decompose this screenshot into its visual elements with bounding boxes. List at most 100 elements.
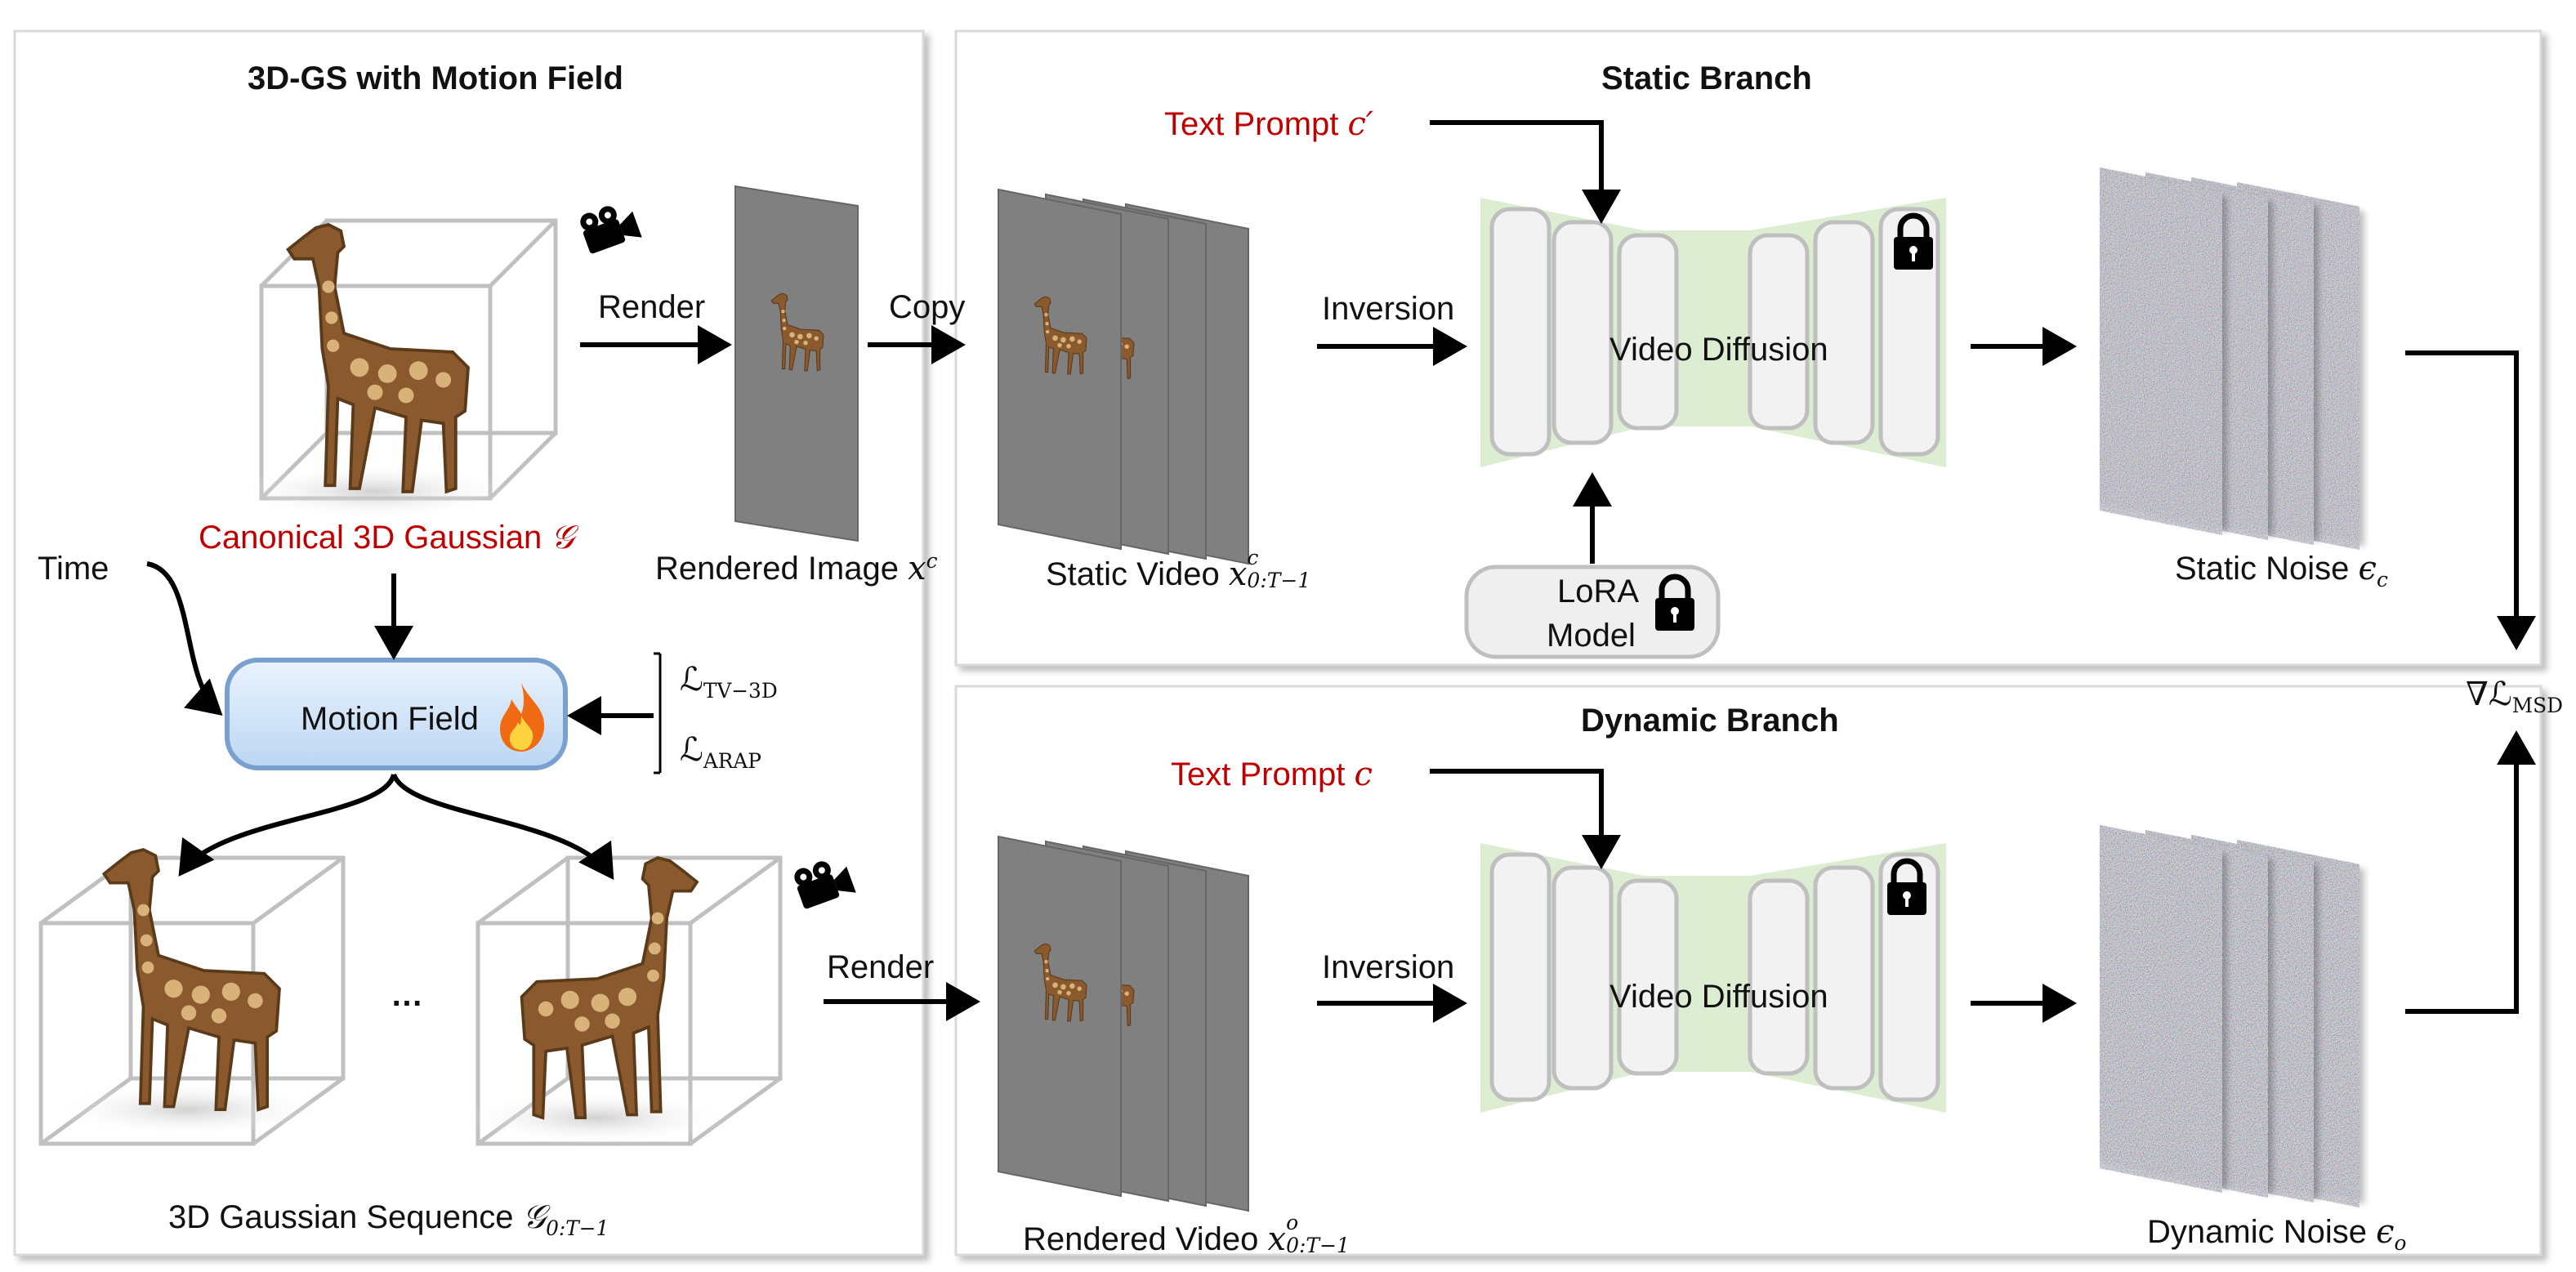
dynamic-diffusion-lock-icon-shackle bbox=[1891, 858, 1923, 882]
dynamic-text-prompt: Text Prompt c bbox=[1171, 758, 1373, 791]
static-video-diffusion-block-4 bbox=[1748, 233, 1810, 431]
static-diffusion-lock-icon bbox=[1894, 212, 1933, 270]
rendered-video-stack-frame-1 bbox=[998, 835, 1122, 1198]
camera-icon-top-reel-hub-2 bbox=[604, 212, 611, 219]
rendered-image-text: Rendered Image bbox=[655, 551, 899, 587]
static-noise-to-loss-arrow bbox=[2405, 350, 2536, 650]
sequence-cube-1-edge bbox=[252, 855, 345, 926]
dynamic-noise-text: Dynamic Noise bbox=[2147, 1214, 2367, 1250]
rendered-image-x: x bbox=[908, 550, 926, 587]
sequence-cube-2-edge bbox=[689, 855, 782, 926]
static-noise-text: Static Noise bbox=[2175, 551, 2350, 587]
motion-to-seq1-arrow bbox=[178, 773, 396, 877]
static-text-prompt: Text Prompt c′ bbox=[1164, 108, 1373, 141]
static-noise-eps: ϵ bbox=[2358, 550, 2377, 587]
sequence-giraffe-1-shadow bbox=[52, 1082, 325, 1137]
rendered-video-sup: o bbox=[1286, 1211, 1299, 1234]
gaussian-sequence-label: 3D Gaussian Sequence 𝒢0:T−1 bbox=[168, 1198, 609, 1239]
dynamic-render-label: Render bbox=[827, 949, 935, 985]
camera-icon-bottom bbox=[794, 861, 856, 909]
dynamic-video-diffusion-block-6 bbox=[1878, 852, 1940, 1102]
gaussian-sequence-g: 𝒢 bbox=[522, 1198, 547, 1236]
camera-icon-bottom-reel-hub-1 bbox=[800, 873, 807, 881]
sequence-giraffe-2-shadow bbox=[461, 1090, 734, 1145]
static-inversion-label: Inversion bbox=[1322, 291, 1455, 327]
left-panel-title: 3D-GS with Motion Field bbox=[248, 60, 623, 96]
loss-tv-main: ℒ bbox=[680, 661, 703, 698]
dynamic-diffusion-lock-icon-keyhole bbox=[1903, 891, 1911, 899]
msd-loss-sub: MSD bbox=[2511, 693, 2564, 717]
static-video-diffusion-block-1 bbox=[1489, 207, 1551, 457]
fire-inner bbox=[510, 716, 534, 750]
msd-loss-gradient: ∇ℒMSD bbox=[2466, 676, 2563, 716]
static-video-diffusion bbox=[1480, 198, 1946, 467]
lora-lock-icon-shackle bbox=[1659, 574, 1691, 598]
canonical-cube-edge bbox=[489, 219, 557, 288]
lora-line2: Model bbox=[1547, 618, 1636, 654]
ellipsis: … bbox=[391, 977, 423, 1013]
canonical-gaussian-symbol: 𝒢 bbox=[551, 519, 574, 556]
static-video-x: x bbox=[1228, 556, 1248, 593]
canonical-giraffe-shadow bbox=[235, 463, 515, 520]
dynamic-noise-label: Dynamic Noise ϵo bbox=[2147, 1213, 2406, 1253]
motion-field-box bbox=[225, 658, 568, 770]
static-diffusion-lock-icon-keyslot bbox=[1912, 252, 1915, 261]
dynamic-noise-to-loss-arrow bbox=[2405, 730, 2536, 1014]
dynamic-diffusion-lock-icon-keyslot bbox=[1905, 897, 1909, 907]
rendered-image-frame bbox=[734, 185, 859, 542]
dynamic-noise-sub: o bbox=[2394, 1230, 2407, 1255]
static-video-diffusion-block-5 bbox=[1813, 220, 1875, 445]
loss-arap: ℒARAP bbox=[680, 731, 761, 771]
rendered-video-stack-frame-1-plane bbox=[998, 835, 1122, 1198]
static-video-text: Static Video bbox=[1046, 556, 1220, 592]
lora-lock-icon bbox=[1655, 574, 1694, 631]
sequence-cube-2-edge bbox=[476, 855, 569, 926]
gaussian-sequence-sub: 0:T−1 bbox=[546, 1216, 609, 1240]
dynamic-inversion-label: Inversion bbox=[1322, 949, 1455, 985]
sequence-cube-2-back bbox=[565, 855, 783, 1081]
render-label-top: Render bbox=[598, 289, 706, 325]
static-video-diffusion-block-6 bbox=[1878, 207, 1940, 457]
camera-icon-top-reel-hub-1 bbox=[586, 218, 593, 225]
loss-arap-sub: ARAP bbox=[703, 748, 761, 773]
rendered-image-symbol: xc bbox=[908, 550, 937, 587]
static-text-prompt-symbol: c′ bbox=[1347, 105, 1374, 143]
dynamic-video-diffusion-block-5 bbox=[1813, 865, 1875, 1091]
static-noise-sub: c bbox=[2376, 567, 2388, 591]
sequence-cube-1-back bbox=[128, 855, 346, 1081]
canonical-gaussian-text: Canonical 3D Gaussian bbox=[199, 520, 542, 556]
loss-arap-main: ℒ bbox=[680, 731, 703, 769]
static-noise-stack-frame-1 bbox=[2100, 167, 2222, 536]
lora-lock-icon-keyslot bbox=[1673, 613, 1676, 623]
static-prompt-arrow bbox=[1430, 120, 1621, 224]
static-video-diffusion-block-2 bbox=[1551, 220, 1614, 445]
dynamic-video-diffusion-block-1 bbox=[1489, 852, 1551, 1102]
static-diffusion-lock-icon-keyhole bbox=[1909, 246, 1917, 254]
copy-label: Copy bbox=[889, 289, 966, 325]
static-video-stack-frame-1-plane bbox=[998, 188, 1122, 551]
dynamic-noise-stack-noise bbox=[2100, 825, 2222, 1194]
dynamic-video-diffusion-block-4 bbox=[1748, 878, 1810, 1076]
camera-icon-top bbox=[580, 206, 642, 254]
lora-lock-icon-keyhole bbox=[1671, 607, 1679, 615]
static-text-prompt-text: Text Prompt bbox=[1164, 106, 1339, 142]
static-video-stack-frame-1 bbox=[998, 188, 1122, 551]
loss-tv-sub: TV−3D bbox=[703, 678, 778, 703]
dynamic-noise-symbol: ϵo bbox=[2376, 1213, 2406, 1253]
camera-icon-top-lens bbox=[619, 211, 642, 238]
fire-icon bbox=[500, 683, 545, 752]
motion-field-label: Motion Field bbox=[301, 701, 479, 737]
static-video-diffusion-block-3 bbox=[1617, 233, 1679, 431]
gaussian-sequence-text: 3D Gaussian Sequence bbox=[168, 1199, 514, 1235]
static-video-diffusion-label: Video Diffusion bbox=[1609, 332, 1828, 368]
msd-loss-main: ∇ℒ bbox=[2466, 676, 2512, 713]
static-noise-stack-noise bbox=[2100, 167, 2222, 536]
static-branch-title: Static Branch bbox=[1601, 60, 1812, 96]
static-diffusion-lock-icon-shackle bbox=[1897, 212, 1930, 237]
static-noise-label: Static Noise ϵc bbox=[2175, 550, 2388, 590]
